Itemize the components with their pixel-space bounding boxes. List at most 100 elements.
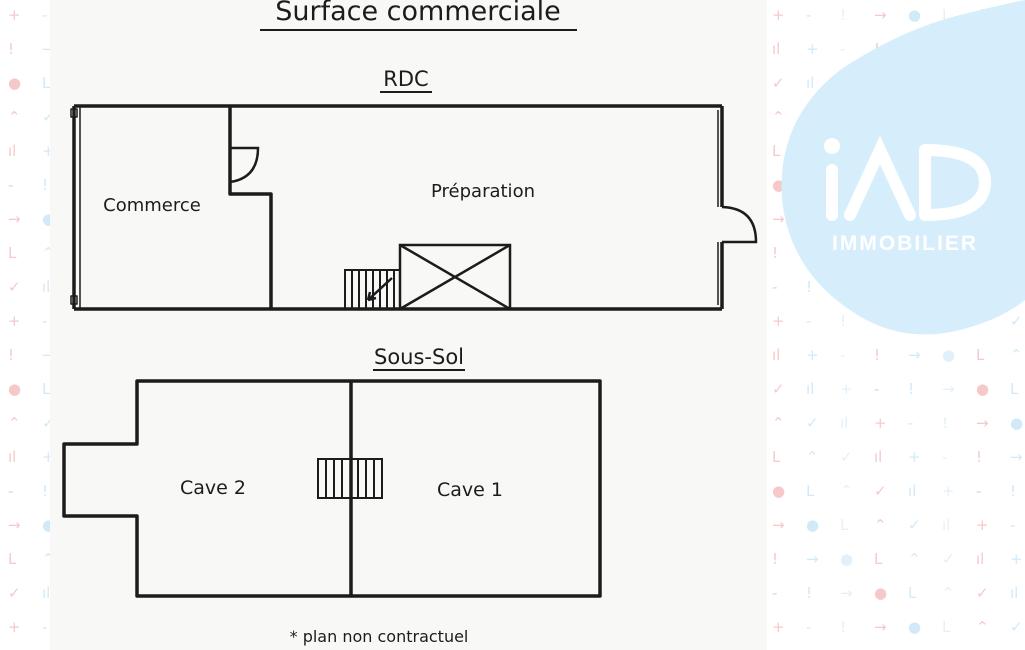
pattern-glyph: + bbox=[874, 414, 887, 432]
pattern-glyph: + bbox=[8, 6, 21, 24]
pattern-glyph: - bbox=[976, 482, 981, 500]
pattern-glyph: → bbox=[874, 618, 887, 636]
pattern-glyph: → bbox=[8, 210, 21, 228]
stairs-icon-basement bbox=[317, 458, 383, 499]
pattern-glyph: ⌃ bbox=[976, 618, 989, 636]
pattern-glyph: L bbox=[772, 142, 781, 160]
pattern-glyph: L bbox=[42, 380, 51, 398]
stairs-icon bbox=[344, 269, 401, 310]
pattern-glyph: ! bbox=[942, 414, 948, 432]
pattern-glyph: ıl bbox=[942, 516, 950, 534]
pattern-glyph: ıl bbox=[772, 40, 780, 58]
pattern-glyph: ⌃ bbox=[1010, 346, 1023, 364]
pattern-glyph: ⌃ bbox=[874, 516, 887, 534]
pattern-glyph: ıl bbox=[874, 448, 882, 466]
pattern-glyph: L bbox=[874, 550, 883, 568]
pattern-glyph: ● bbox=[942, 346, 955, 364]
pattern-glyph: ıl bbox=[42, 278, 50, 296]
pattern-glyph: → bbox=[840, 584, 853, 602]
pattern-glyph: ⌃ bbox=[8, 414, 21, 432]
pattern-glyph: + bbox=[976, 516, 989, 534]
pattern-glyph: + bbox=[942, 482, 955, 500]
pattern-glyph: → bbox=[772, 210, 785, 228]
pattern-glyph: L bbox=[772, 448, 781, 466]
pattern-glyph: ✓ bbox=[772, 74, 785, 92]
pattern-glyph: ıl bbox=[42, 584, 50, 602]
pattern-glyph: + bbox=[772, 618, 785, 636]
pattern-glyph: ✓ bbox=[8, 278, 21, 296]
pattern-glyph: + bbox=[840, 380, 853, 398]
pattern-glyph: → bbox=[1010, 448, 1023, 466]
pattern-glyph: - bbox=[8, 176, 13, 194]
pattern-glyph: - bbox=[874, 380, 879, 398]
pattern-glyph: - bbox=[840, 346, 845, 364]
pattern-glyph: ● bbox=[8, 74, 21, 92]
pattern-glyph: ıl bbox=[840, 414, 848, 432]
pattern-glyph: L bbox=[976, 346, 985, 364]
pattern-glyph: ● bbox=[772, 482, 785, 500]
pattern-glyph: - bbox=[908, 414, 913, 432]
pattern-glyph: - bbox=[42, 312, 47, 330]
disclaimer-note: * plan non contractuel bbox=[290, 627, 469, 646]
pattern-glyph: + bbox=[8, 618, 21, 636]
pattern-glyph: ! bbox=[874, 346, 880, 364]
iad-logo bbox=[824, 135, 992, 221]
pattern-glyph: ✓ bbox=[976, 584, 989, 602]
pattern-glyph: ✓ bbox=[874, 482, 887, 500]
pattern-glyph: ✓ bbox=[806, 414, 819, 432]
pattern-glyph: + bbox=[806, 346, 819, 364]
pattern-glyph: ıl bbox=[772, 346, 780, 364]
pattern-glyph: ıl bbox=[976, 550, 984, 568]
pattern-glyph: ! bbox=[976, 448, 982, 466]
pattern-glyph: ● bbox=[806, 516, 819, 534]
pattern-glyph: ● bbox=[908, 6, 921, 24]
pattern-glyph: L bbox=[1010, 380, 1019, 398]
pattern-glyph: → bbox=[976, 414, 989, 432]
pattern-glyph: → bbox=[908, 346, 921, 364]
door-swing-icon bbox=[229, 146, 758, 244]
pattern-glyph: ⌃ bbox=[8, 108, 21, 126]
pattern-glyph: ! bbox=[840, 618, 846, 636]
pattern-glyph: ✓ bbox=[772, 380, 785, 398]
room-cave-2: Cave 2 bbox=[180, 477, 246, 499]
pattern-glyph: L bbox=[942, 6, 951, 24]
pattern-glyph: ! bbox=[1010, 482, 1016, 500]
pattern-glyph: + bbox=[772, 312, 785, 330]
pattern-glyph: - bbox=[806, 618, 811, 636]
pattern-glyph: L bbox=[806, 482, 815, 500]
room-cave-1: Cave 1 bbox=[437, 479, 503, 501]
pattern-glyph: ! bbox=[772, 550, 778, 568]
pattern-glyph: ● bbox=[874, 584, 887, 602]
void-cross-icon bbox=[398, 243, 512, 311]
pattern-glyph: ! bbox=[840, 6, 846, 24]
pattern-glyph: - bbox=[840, 40, 845, 58]
pattern-glyph: L bbox=[8, 550, 17, 568]
pattern-glyph: L bbox=[8, 244, 17, 262]
pattern-glyph: ! bbox=[806, 278, 812, 296]
pattern-glyph: ⌃ bbox=[772, 414, 785, 432]
pattern-glyph: - bbox=[42, 6, 47, 24]
sous-sol-plan bbox=[62, 379, 602, 598]
pattern-glyph: ıl bbox=[908, 482, 916, 500]
pattern-glyph: ⌃ bbox=[908, 550, 921, 568]
pattern-glyph: - bbox=[942, 448, 947, 466]
pattern-glyph: L bbox=[908, 584, 917, 602]
pattern-glyph: ! bbox=[806, 584, 812, 602]
pattern-glyph: ✓ bbox=[908, 516, 921, 534]
pattern-glyph: ıl bbox=[806, 380, 814, 398]
pattern-glyph: ✓ bbox=[1010, 312, 1023, 330]
pattern-glyph: ✓ bbox=[840, 448, 853, 466]
brand-tagline: IMMOBILIER bbox=[832, 232, 978, 255]
pattern-glyph: ıl bbox=[8, 448, 16, 466]
pattern-glyph: ✓ bbox=[1010, 618, 1023, 636]
pattern-glyph: ! bbox=[772, 244, 778, 262]
pattern-glyph: ● bbox=[1010, 414, 1023, 432]
pattern-glyph: → bbox=[806, 550, 819, 568]
pattern-glyph: ✓ bbox=[942, 550, 955, 568]
pattern-glyph: ıl bbox=[1010, 584, 1018, 602]
pattern-glyph: - bbox=[42, 618, 47, 636]
pattern-glyph: + bbox=[908, 448, 921, 466]
pattern-glyph: ! bbox=[42, 176, 48, 194]
pattern-glyph: + bbox=[772, 6, 785, 24]
